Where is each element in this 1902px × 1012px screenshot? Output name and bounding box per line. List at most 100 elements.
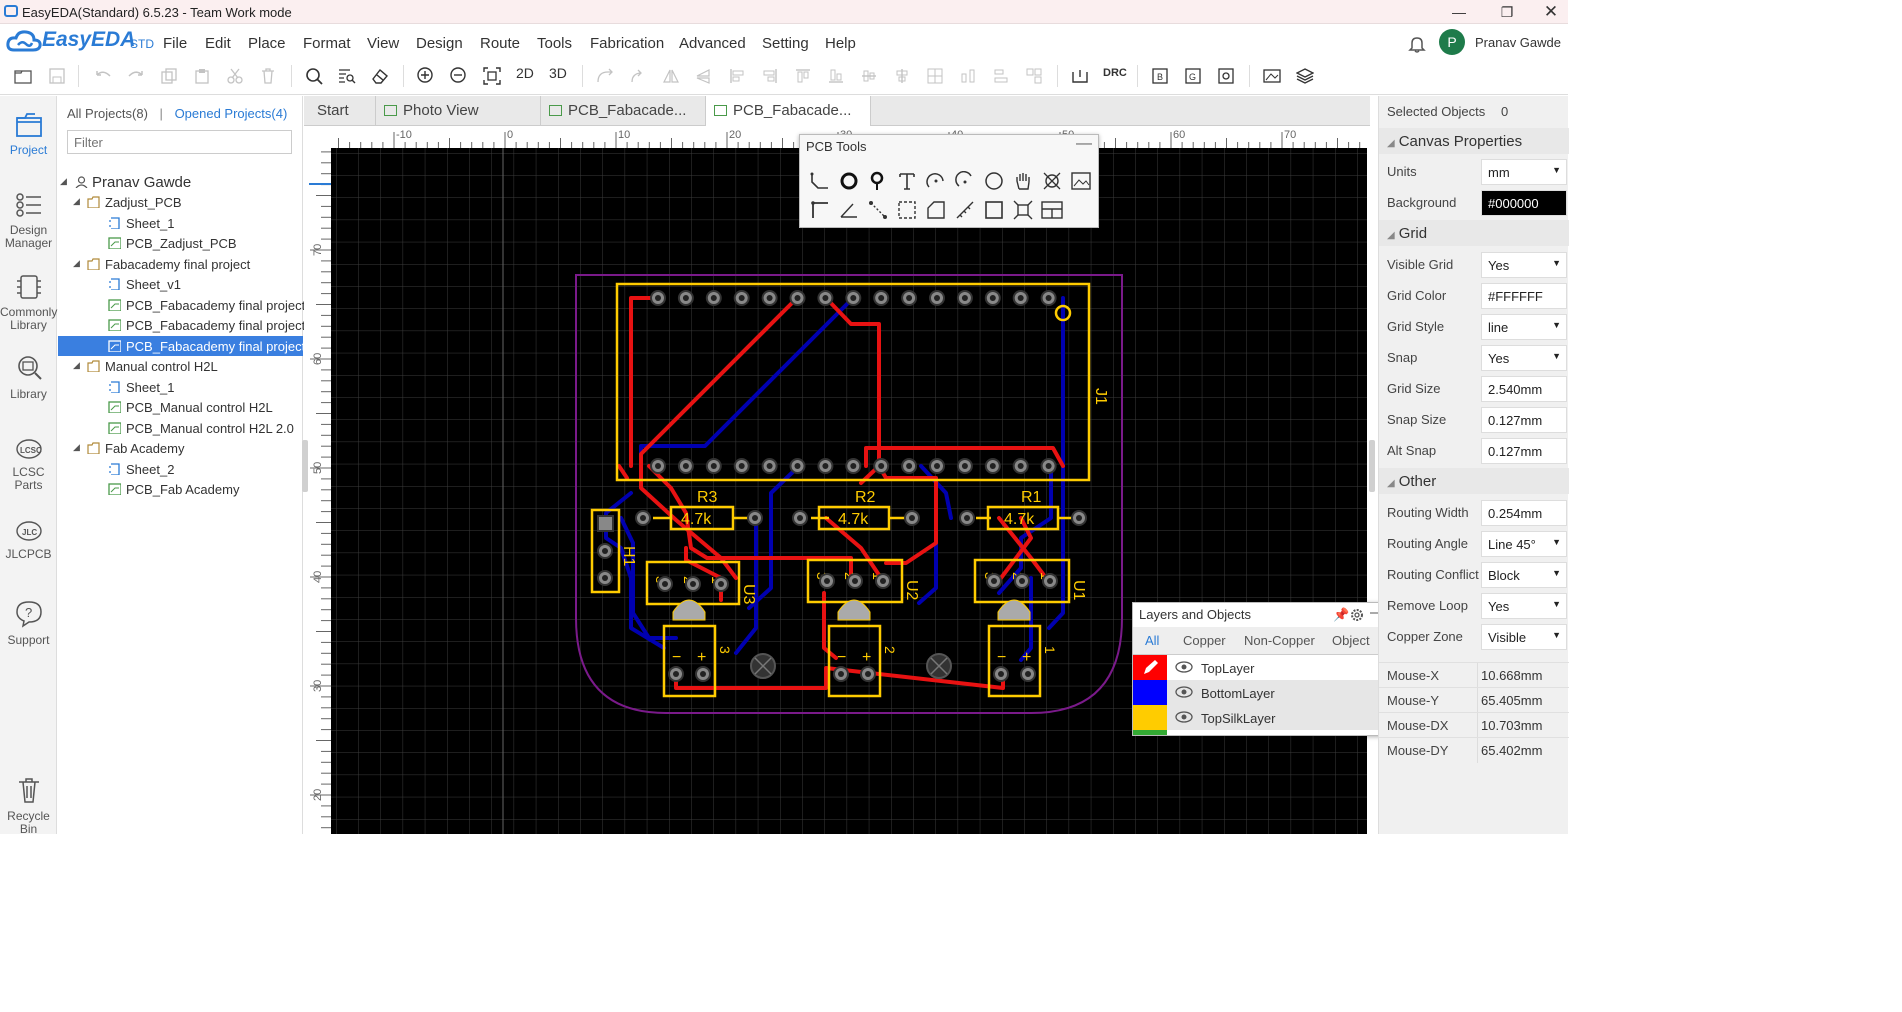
rotate-icon[interactable] (592, 63, 618, 89)
select-area-tool-icon[interactable] (895, 198, 919, 222)
layer-row[interactable]: TopSilkLayer (1133, 705, 1386, 730)
pad-tool-icon[interactable] (837, 169, 861, 193)
restore-window-button[interactable]: ❐ (1500, 4, 1514, 20)
undo-icon[interactable] (90, 63, 116, 89)
nav-support[interactable]: ? Support (0, 600, 57, 647)
menu-design[interactable]: Design (416, 35, 463, 52)
collapse-arrow-icon[interactable]: ◢ (73, 196, 80, 206)
delete-icon[interactable] (255, 63, 281, 89)
align-vcenter-icon[interactable] (856, 63, 882, 89)
nav-lcsc-parts[interactable]: LCSC LCSC Parts (0, 438, 57, 492)
tab-pcb-3[interactable]: PCB_Fabacade... (706, 96, 871, 127)
all-projects-tab[interactable]: All Projects(8) (67, 106, 148, 121)
gear-icon[interactable] (1350, 608, 1364, 622)
save-icon[interactable] (44, 63, 70, 89)
copper-area-tool-icon[interactable] (924, 198, 948, 222)
nav-project[interactable]: Project (0, 112, 57, 157)
menu-tools[interactable]: Tools (537, 35, 573, 52)
tree-item-pcb[interactable]: PCB_Fab Academy (58, 479, 303, 499)
eye-icon[interactable] (1175, 686, 1193, 701)
group-components-tool-icon[interactable] (1011, 198, 1035, 222)
tree-item-pcb[interactable]: PCB_Zadjust_PCB (58, 233, 303, 253)
tree-item-folder[interactable]: ◢Zadjust_PCB (58, 192, 303, 212)
tree-owner[interactable]: ◢ Pranav Gawde (58, 172, 303, 192)
flip-horizontal-icon[interactable] (658, 63, 684, 89)
grid-size-input[interactable]: 2.540mm (1481, 376, 1567, 402)
nav-commonly-library[interactable]: Commonly Library (0, 274, 57, 332)
layers-tab-object[interactable]: Object (1332, 633, 1370, 648)
board-outline-tool-icon[interactable] (808, 198, 832, 222)
align-top-icon[interactable] (790, 63, 816, 89)
snap-select[interactable]: Yes▼ (1481, 345, 1567, 371)
snap-size-input[interactable]: 0.127mm (1481, 407, 1567, 433)
view-2d-button[interactable]: 2D (516, 65, 534, 81)
track-tool-icon[interactable] (808, 169, 832, 193)
tree-item-sheet[interactable]: Sheet_v1 (58, 274, 303, 294)
center-arc-tool-icon[interactable] (953, 169, 977, 193)
tab-photo-view[interactable]: Photo View (376, 96, 541, 126)
bom-icon[interactable]: B (1147, 63, 1173, 89)
grid-align-icon[interactable] (922, 63, 948, 89)
redo-icon[interactable] (123, 63, 149, 89)
tree-item-pcb[interactable]: PCB_Fabacademy final project_2 (58, 315, 320, 335)
pcb-tools-minimize-button[interactable]: — (1076, 135, 1092, 152)
tree-item-sheet[interactable]: Sheet_2 (58, 459, 303, 479)
align-right-icon[interactable] (757, 63, 783, 89)
menu-advanced[interactable]: Advanced (679, 35, 746, 52)
layers-tab-all[interactable]: All (1145, 633, 1160, 648)
align-hcenter-icon[interactable] (889, 63, 915, 89)
visible-grid-select[interactable]: Yes▼ (1481, 252, 1567, 278)
zoom-in-icon[interactable] (413, 63, 439, 89)
rectangle-tool-icon[interactable] (982, 198, 1006, 222)
user-avatar[interactable]: P (1439, 29, 1465, 55)
import-changes-icon[interactable] (1067, 63, 1093, 89)
tree-item-pcb[interactable]: PCB_Fabacademy final project (58, 295, 305, 315)
dimension-tool-icon[interactable] (837, 198, 861, 222)
distribute-v-icon[interactable] (988, 63, 1014, 89)
align-left-icon[interactable] (724, 63, 750, 89)
routing-conflict-select[interactable]: Block▼ (1481, 562, 1567, 588)
gerber-icon[interactable]: G (1180, 63, 1206, 89)
text-tool-icon[interactable] (895, 169, 919, 193)
fabrication-output-icon[interactable] (1213, 63, 1239, 89)
search-icon[interactable] (301, 63, 327, 89)
pin-icon[interactable]: 📌 (1333, 607, 1350, 622)
view-3d-button[interactable]: 3D (549, 65, 567, 81)
circle-tool-icon[interactable] (982, 169, 1006, 193)
group-icon[interactable] (1021, 63, 1047, 89)
copy-icon[interactable] (156, 63, 182, 89)
layer-color-swatch[interactable] (1133, 705, 1167, 730)
nav-jlcpcb[interactable]: JLC JLCPCB (0, 520, 57, 561)
menu-file[interactable]: File (163, 35, 188, 52)
canvas-origin-tool-icon[interactable] (1040, 198, 1064, 222)
collapse-arrow-icon[interactable]: ◢ (73, 360, 80, 370)
minimize-window-button[interactable]: — (1452, 4, 1466, 20)
right-splitter-handle[interactable] (1369, 440, 1375, 492)
nav-recycle-bin[interactable]: Recycle Bin (0, 776, 57, 836)
open-folder-icon[interactable] (10, 63, 36, 89)
section-other[interactable]: ◢Other (1379, 468, 1569, 494)
paste-icon[interactable] (189, 63, 215, 89)
image-tool-icon[interactable] (1069, 169, 1093, 193)
layers-icon[interactable] (1292, 63, 1318, 89)
nav-library[interactable]: Library (0, 354, 57, 401)
tree-item-pcb[interactable]: PCB_Manual control H2L 2.0 (58, 418, 303, 438)
cut-icon[interactable] (222, 63, 248, 89)
layer-row[interactable]: TopLayer (1133, 655, 1386, 680)
connect-pad-tool-icon[interactable] (866, 198, 890, 222)
layer-color-swatch[interactable] (1133, 680, 1167, 705)
eye-icon[interactable] (1175, 711, 1193, 726)
eye-icon[interactable] (1175, 661, 1193, 676)
section-grid[interactable]: ◢Grid (1379, 220, 1569, 246)
menu-route[interactable]: Route (480, 35, 521, 52)
rotate-alt-icon[interactable] (625, 63, 651, 89)
via-tool-icon[interactable] (866, 169, 890, 193)
distribute-h-icon[interactable] (955, 63, 981, 89)
grid-style-select[interactable]: line▼ (1481, 314, 1567, 340)
menu-setting[interactable]: Setting (762, 35, 809, 52)
tree-item-pcb[interactable]: PCB_Manual control H2L (58, 397, 303, 417)
user-name[interactable]: Pranav Gawde (1475, 35, 1561, 50)
opened-projects-tab[interactable]: Opened Projects(4) (174, 106, 288, 121)
notification-bell-icon[interactable] (1408, 35, 1426, 53)
tree-item-folder[interactable]: ◢Fab Academy (58, 438, 303, 458)
